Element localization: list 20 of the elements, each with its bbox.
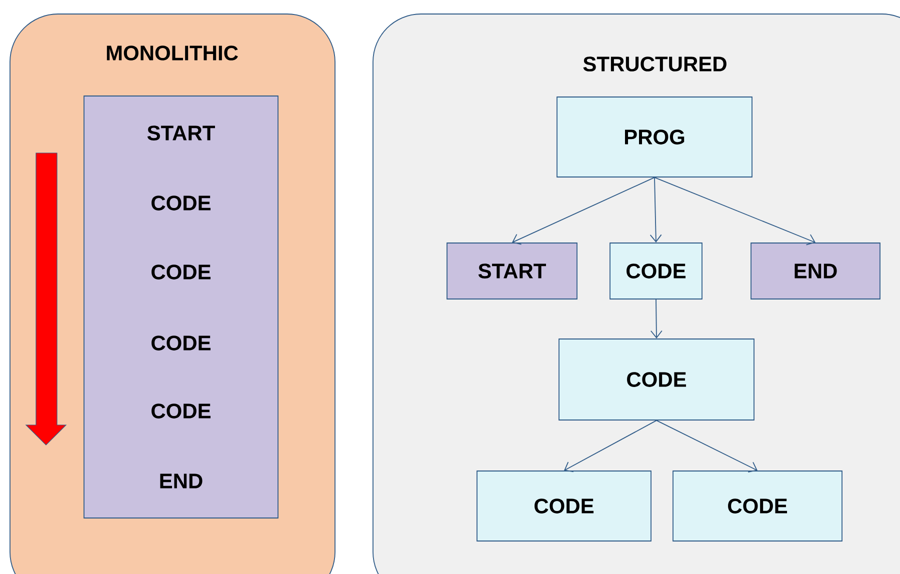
arrow [656,420,758,472]
list-item: START [147,126,215,140]
code-list-box [84,96,278,518]
arrow [512,177,655,245]
arrow [654,177,816,246]
process-box: PROG [556,96,752,178]
process-box: CODE [558,338,754,420]
process-box: CODE [610,242,702,300]
process-box: END [750,242,880,300]
arrow [650,177,662,243]
list-item: CODE [152,404,211,418]
list-item: CODE [152,264,211,280]
list-item: CODE [152,196,211,210]
arrow [650,299,662,339]
list-item: CODE [152,336,211,350]
list-item: END [160,474,202,488]
process-box: START [446,242,578,300]
process-box: CODE [672,470,842,542]
arrow [564,420,657,472]
process-box: CODE [476,470,652,542]
